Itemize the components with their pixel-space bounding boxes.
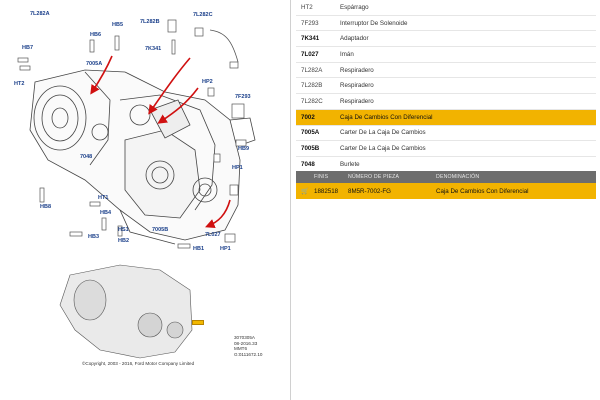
callout-hb1[interactable]: HB1 (193, 246, 205, 252)
part-description: Espárrago (340, 3, 369, 11)
part-description: Respiradero (340, 98, 374, 106)
bolt-drawings (17, 19, 247, 249)
parts-list-pane: HT2 Espárrago 7F293 Interruptor De Solen… (296, 0, 600, 400)
detail-part-number: 8M5R-7002-FG (348, 187, 391, 195)
ref-code-line: MMT6 (234, 346, 248, 352)
part-description: Adaptador (340, 35, 369, 43)
exploded-diagram-pane: 7L282A HB5 7L282B 7L282C HB6 HB7 7K341 7… (0, 0, 288, 400)
part-row-7l282a[interactable]: 7L282A Respiradero (296, 63, 596, 79)
callout-hb9[interactable]: HB9 (238, 146, 250, 152)
callout-hp2[interactable]: HP2 (202, 79, 213, 85)
transmission-housing-drawing (29, 69, 256, 245)
part-code: 7L282C (301, 98, 323, 106)
ref-code-line: G:0111672.10 (234, 351, 263, 357)
callout-7005b[interactable]: 7005B (152, 227, 169, 233)
part-description: Respiradero (340, 66, 374, 74)
detail-finis: 1882518 (314, 187, 339, 195)
callout-hs1[interactable]: HS1 (118, 227, 129, 233)
part-description: Carter De La Caja De Cambios (340, 145, 426, 153)
detail-table-header: FINIS NÚMERO DE PIEZA DENOMINACIÓN (296, 171, 596, 183)
part-code: 7005B (301, 145, 320, 153)
part-row-7005a[interactable]: 7005A Carter De La Caja De Cambios (296, 126, 596, 142)
callout-hb6[interactable]: HB6 (90, 32, 102, 38)
part-description: Carter De La Caja De Cambios (340, 129, 426, 137)
detail-table-row[interactable]: 🛒 1882518 8M5R-7002-FG Caja De Cambios C… (296, 183, 596, 199)
callout-7l282c[interactable]: 7L282C (193, 12, 213, 18)
callout-hb7[interactable]: HB7 (22, 45, 34, 51)
header-finis: FINIS (314, 174, 329, 180)
callout-hp1-bottom[interactable]: HP1 (220, 246, 231, 252)
part-description: Caja De Cambios Con Diferencial (340, 113, 433, 121)
pane-divider[interactable] (290, 0, 291, 400)
part-code: 7L282A (301, 66, 323, 74)
transmission-thumbnail (59, 264, 193, 359)
callout-7l027[interactable]: 7L027 (205, 232, 221, 238)
header-denomination: DENOMINACIÓN (436, 174, 480, 180)
part-row-ht2[interactable]: HT2 Espárrago (296, 0, 596, 16)
part-row-7l282b[interactable]: 7L282B Respiradero (296, 79, 596, 95)
ref-code-line: 3070305A (234, 335, 255, 340)
callout-7048[interactable]: 7048 (80, 154, 93, 160)
callout-hb4[interactable]: HB4 (100, 210, 112, 216)
part-code: 7K341 (301, 35, 320, 43)
part-description: Respiradero (340, 82, 374, 90)
part-code: 7F293 (301, 19, 319, 27)
callout-hb5[interactable]: HB5 (112, 22, 124, 28)
part-description: Interruptor De Solenoide (340, 19, 408, 27)
part-code: 7002 (301, 113, 315, 121)
part-row-7k341[interactable]: 7K341 Adaptador (296, 31, 596, 48)
transmission-exploded-view (17, 19, 256, 359)
callout-7005a[interactable]: 7005A (86, 61, 103, 67)
callout-7f293[interactable]: 7F293 (235, 94, 251, 100)
ref-code-line: 08-2016.33 (234, 340, 258, 346)
part-code: 7L027 (301, 50, 319, 58)
callout-7l282b[interactable]: 7L282B (140, 19, 160, 25)
copyright-notice: ©Copyright, 2003 - 2016, Ford Motor Comp… (82, 361, 195, 366)
part-row-7f293[interactable]: 7F293 Interruptor De Solenoide (296, 16, 596, 32)
part-row-7005b[interactable]: 7005B Carter De La Caja De Cambios (296, 141, 596, 157)
part-code: HT2 (301, 3, 313, 11)
diagram-reference-codes: 3070305A 08-2016.33 MMT6 G:0111672.10 (234, 335, 262, 357)
callout-7k341[interactable]: 7K341 (145, 46, 162, 52)
callout-ht2[interactable]: HT2 (14, 81, 25, 87)
part-code: 7048 (301, 160, 315, 168)
part-description: Imán (340, 50, 354, 58)
part-row-7l282c[interactable]: 7L282C Respiradero (296, 94, 596, 110)
callout-hp1-top[interactable]: HP1 (232, 165, 243, 171)
part-code: 7005A (301, 129, 320, 137)
callout-hb3[interactable]: HB3 (88, 234, 100, 240)
part-code: 7L282B (301, 82, 323, 90)
detail-name: Caja De Cambios Con Diferencial (436, 187, 529, 195)
red-indicator-arrows (90, 55, 231, 229)
callout-7l282a[interactable]: 7L282A (30, 11, 50, 17)
selected-part-hotspot[interactable] (192, 320, 204, 325)
part-row-7l027[interactable]: 7L027 Imán (296, 47, 596, 63)
header-part-number: NÚMERO DE PIEZA (348, 174, 400, 180)
callout-ht1[interactable]: HT1 (98, 195, 109, 201)
callout-hb8[interactable]: HB8 (40, 204, 52, 210)
part-row-7002-selected[interactable]: 7002 Caja De Cambios Con Diferencial (296, 109, 596, 126)
shopping-cart-icon[interactable]: 🛒 (301, 188, 309, 195)
part-description: Burlete (340, 160, 360, 168)
callout-hb2[interactable]: HB2 (118, 238, 130, 244)
